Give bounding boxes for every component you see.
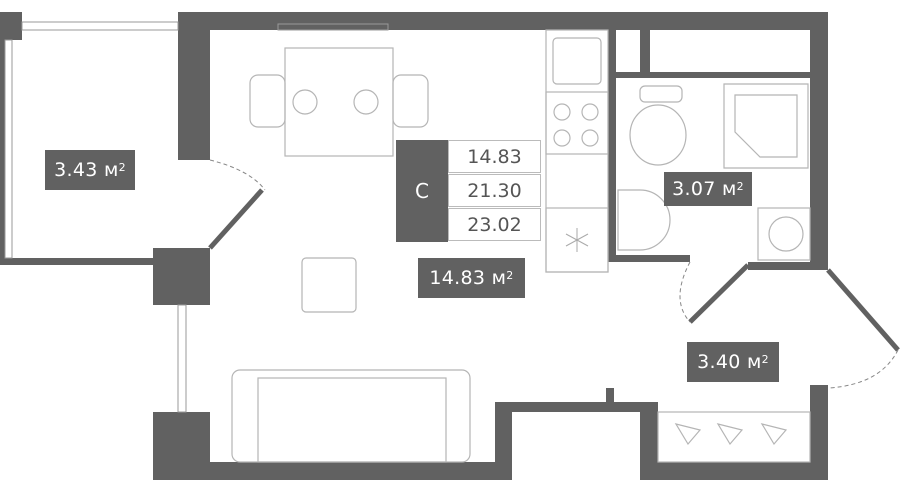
walls <box>0 12 828 480</box>
furniture <box>231 29 811 463</box>
coffee-table <box>301 257 357 313</box>
washbasin <box>617 189 671 251</box>
hallway-area-value: 3.40 м <box>697 351 762 373</box>
wardrobe <box>657 411 811 463</box>
stove <box>545 91 609 155</box>
toilet <box>629 104 687 166</box>
chair-right <box>392 74 429 128</box>
sink <box>552 37 602 85</box>
sofa <box>231 369 471 463</box>
living-room-area-value: 14.83 м <box>429 267 507 289</box>
unit-superscript: 2 <box>736 179 744 193</box>
chair-left <box>249 74 286 128</box>
fridge <box>545 207 609 273</box>
total-area-value: 21.30 <box>448 174 541 207</box>
living-area-value: 14.83 <box>448 140 541 173</box>
apartment-type-badge: C <box>396 140 448 242</box>
windows <box>4 21 389 413</box>
door-swings <box>209 159 899 389</box>
unit-superscript: 2 <box>118 160 126 174</box>
doors <box>208 188 900 352</box>
washing-machine <box>757 207 811 261</box>
bathroom-area-value: 3.07 м <box>672 178 737 200</box>
unit-superscript: 2 <box>506 268 514 282</box>
total-area-with-balcony-value: 23.02 <box>448 208 541 241</box>
snowflake-icon <box>565 228 589 252</box>
balcony-area-value: 3.43 м <box>54 159 119 181</box>
dining-table <box>284 47 394 157</box>
unit-superscript: 2 <box>761 352 769 366</box>
shower <box>723 83 809 169</box>
